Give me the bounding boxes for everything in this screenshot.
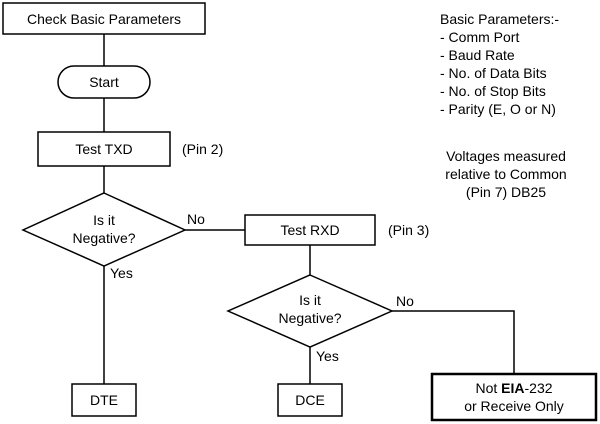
- voltage-note-line: Voltages measured: [446, 148, 566, 164]
- dce-label: DCE: [295, 392, 325, 408]
- test-txd-label: Test TXD: [75, 141, 132, 157]
- dce-box: DCE: [277, 383, 343, 417]
- dte-box: DTE: [71, 383, 137, 417]
- test-rxd-label: Test RXD: [280, 222, 339, 238]
- decision2-line1: Is it: [299, 292, 321, 308]
- decision1-line2: Negative?: [72, 230, 135, 246]
- rxd-pin-label: (Pin 3): [388, 222, 429, 238]
- test-rxd-box: Test RXD: [244, 214, 376, 246]
- start-terminator: Start: [57, 65, 151, 99]
- connectors: [103, 34, 515, 384]
- basic-parameter-item: - Comm Port: [440, 29, 519, 45]
- decision2-no-label: No: [396, 293, 414, 309]
- decision1-yes-label: Yes: [110, 265, 133, 281]
- basic-parameters-heading: Basic Parameters:-: [440, 11, 559, 27]
- decision1-no-label: No: [187, 211, 205, 227]
- voltage-note-line: relative to Common: [445, 166, 566, 182]
- decision2-line2: Negative?: [278, 310, 341, 326]
- basic-parameters-note: Basic Parameters:- - Comm Port - Baud Ra…: [440, 11, 559, 117]
- basic-parameter-item: - No. of Stop Bits: [440, 83, 546, 99]
- check-basic-parameters-label: Check Basic Parameters: [27, 11, 181, 27]
- basic-parameter-item: - Parity (E, O or N): [440, 101, 556, 117]
- decision1-diamond: Is it Negative?: [21, 192, 187, 267]
- decision1-line1: Is it: [93, 212, 115, 228]
- check-basic-parameters-box: Check Basic Parameters: [2, 2, 206, 35]
- not-eia-232-line2: or Receive Only: [464, 398, 564, 414]
- basic-parameter-item: - Baud Rate: [440, 47, 515, 63]
- edge-decision2-not-eia: [392, 310, 515, 374]
- test-txd-box: Test TXD: [37, 131, 171, 167]
- dte-label: DTE: [90, 392, 118, 408]
- start-label: Start: [89, 74, 119, 90]
- not-eia-232-box: Not EIA-232 or Receive Only: [430, 372, 598, 422]
- voltage-note: Voltages measured relative to Common (Pi…: [445, 148, 566, 200]
- decision2-diamond: Is it Negative?: [226, 274, 394, 348]
- decision2-yes-label: Yes: [316, 348, 339, 364]
- voltage-note-line: (Pin 7) DB25: [466, 184, 546, 200]
- not-eia-232-line1: Not EIA-232: [475, 380, 552, 396]
- txd-pin-label: (Pin 2): [182, 141, 223, 157]
- basic-parameter-item: - No. of Data Bits: [440, 65, 547, 81]
